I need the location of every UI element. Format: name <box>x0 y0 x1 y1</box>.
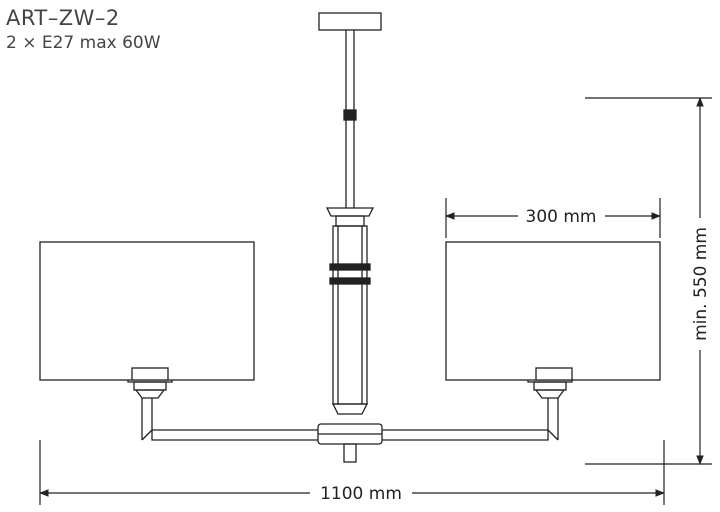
dimension-lines <box>39 97 712 505</box>
column-base <box>331 403 369 415</box>
left-arm <box>151 398 318 441</box>
right-lamp-shade <box>445 241 661 381</box>
upper-collar <box>325 207 375 217</box>
column-ring-upper <box>329 263 371 271</box>
total-width-label: 1100 mm <box>320 484 402 504</box>
rod-joint <box>343 109 357 121</box>
collar-neck <box>335 215 365 227</box>
left-holder-cup <box>133 381 167 391</box>
bulb-spec: 2 × E27 max 60W <box>6 33 161 53</box>
shade-width-label: 300 mm <box>526 207 597 227</box>
left-lamp-shade <box>39 241 255 381</box>
right-arm <box>382 398 549 441</box>
min-height-label: min. 550 mm <box>691 227 711 341</box>
ceiling-canopy <box>318 12 382 31</box>
product-header: ART–ZW–2 2 × E27 max 60W <box>6 8 161 52</box>
bottom-finial <box>343 443 357 463</box>
model-code: ART–ZW–2 <box>6 6 120 30</box>
right-holder-cup <box>533 381 567 391</box>
column-ring-lower <box>329 277 371 285</box>
lamp-outline <box>39 12 661 463</box>
